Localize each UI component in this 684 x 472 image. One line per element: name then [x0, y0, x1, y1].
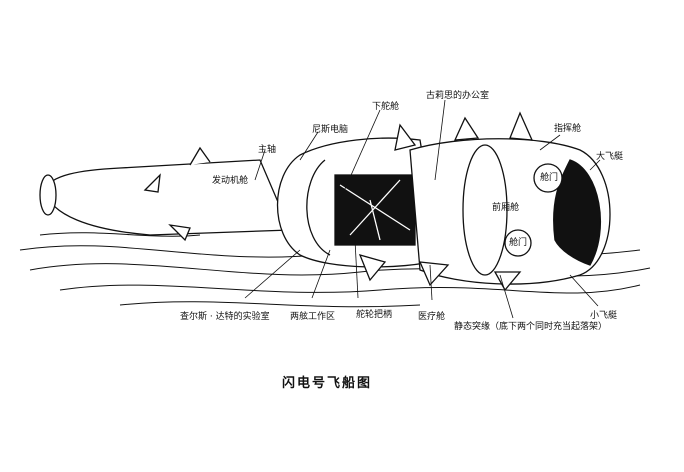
label-hatch-upper: 舱门 [540, 173, 559, 183]
label-small-craft: 小飞艇 [590, 311, 618, 321]
label-command-cabin: 指挥舱 [554, 124, 582, 134]
leader-lines [244, 99, 601, 319]
rear-hull [44, 159, 291, 236]
label-office: 古莉思的办公室 [426, 91, 490, 101]
label-large-craft: 大飞艇 [596, 152, 624, 162]
label-lower-rudder-cabin: 下舵舱 [372, 102, 400, 112]
label-engine-cabin: 发动机舱 [212, 176, 249, 186]
label-medical: 医疗舱 [418, 312, 446, 322]
label-main-axis: 主轴 [258, 145, 277, 155]
label-hatch-lower: 舱门 [509, 238, 528, 248]
label-work-area: 两舷工作区 [290, 312, 336, 322]
front-dark [553, 159, 602, 266]
label-static-fins: 静态突缘（底下两个同时充当起落架） [454, 322, 608, 332]
label-nis-computer: 尼斯电脑 [312, 125, 349, 135]
label-front-cabin: 前厢舱 [492, 203, 520, 213]
fins [168, 111, 534, 292]
label-lab: 查尔斯 · 达特的实验室 [180, 312, 270, 322]
label-helm: 舵轮把柄 [356, 310, 393, 320]
diagram-title: 闪电号飞船图 [282, 376, 373, 391]
